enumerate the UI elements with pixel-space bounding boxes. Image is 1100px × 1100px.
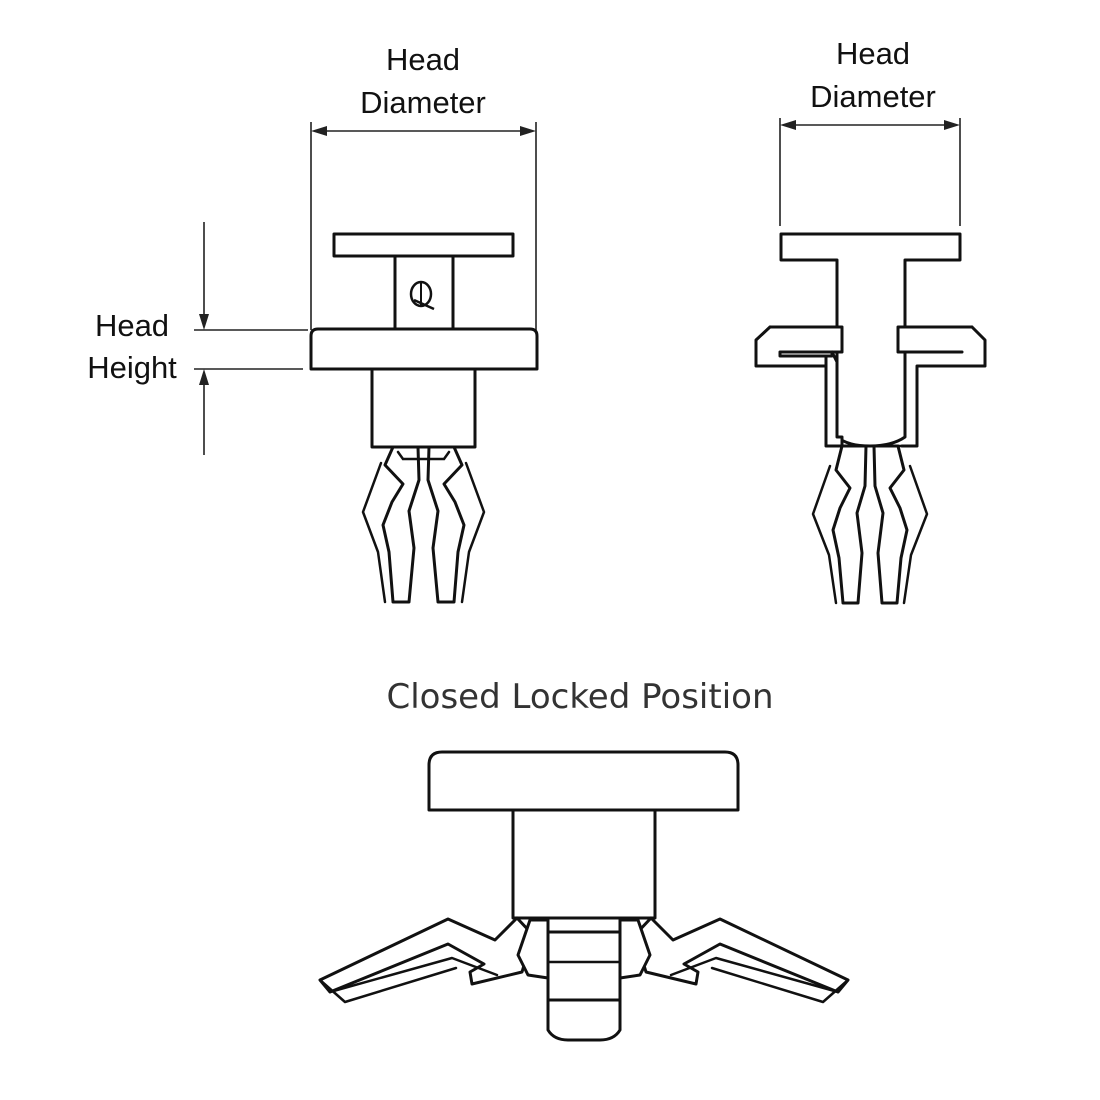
bottom-right-collar	[618, 918, 652, 980]
bottom-left-wing-inner	[318, 956, 499, 1004]
left-head-diameter-label-line2: Diameter	[360, 85, 486, 120]
right-view-left-leaf	[811, 464, 838, 605]
left-view-right-leg	[426, 445, 466, 604]
right-body-outline	[754, 325, 987, 448]
left-head-diameter-label-line1: Head	[386, 42, 460, 77]
bottom-view: Closed Locked Position	[318, 677, 850, 1042]
right-view: Head Diameter	[754, 36, 987, 605]
bottom-body-shank	[511, 808, 657, 920]
bottom-pin-lines	[546, 960, 622, 1002]
bottom-left-collar	[516, 918, 550, 980]
right-body-right-half	[896, 325, 987, 448]
bottom-body-head	[427, 750, 740, 812]
bottom-pin	[546, 930, 622, 1002]
left-view-left-leaf	[361, 461, 387, 604]
left-head-height-dimension	[194, 222, 308, 455]
left-view: Head Diameter Head Height	[87, 42, 539, 604]
left-view-right-leaf	[460, 461, 486, 604]
bottom-right-wing-inner	[669, 956, 850, 1004]
left-head-diameter-dimension	[310, 122, 537, 330]
left-head-height-label-line2: Height	[87, 350, 177, 385]
bottom-left-wing	[318, 916, 535, 994]
left-body-head	[309, 327, 539, 371]
left-pin-cap	[332, 232, 515, 258]
right-body-left-half	[754, 325, 844, 448]
left-head-height-label-line1: Head	[95, 308, 169, 343]
right-view-right-leg	[872, 444, 909, 605]
right-view-left-leg	[831, 444, 868, 605]
left-body-shank	[370, 367, 477, 449]
left-pin-stem	[393, 254, 455, 332]
right-head-diameter-label-line1: Head	[836, 36, 910, 71]
logo-mark-icon	[409, 280, 435, 311]
right-head-diameter-dimension	[779, 118, 961, 226]
right-head-diameter-label-line2: Diameter	[810, 79, 936, 114]
left-view-left-leg	[381, 445, 421, 604]
bottom-right-wing	[633, 916, 850, 994]
closed-locked-caption: Closed Locked Position	[386, 677, 773, 717]
right-view-right-leaf	[902, 464, 929, 605]
bottom-pin-tip	[546, 998, 622, 1042]
left-view-inner-notch	[396, 450, 451, 461]
